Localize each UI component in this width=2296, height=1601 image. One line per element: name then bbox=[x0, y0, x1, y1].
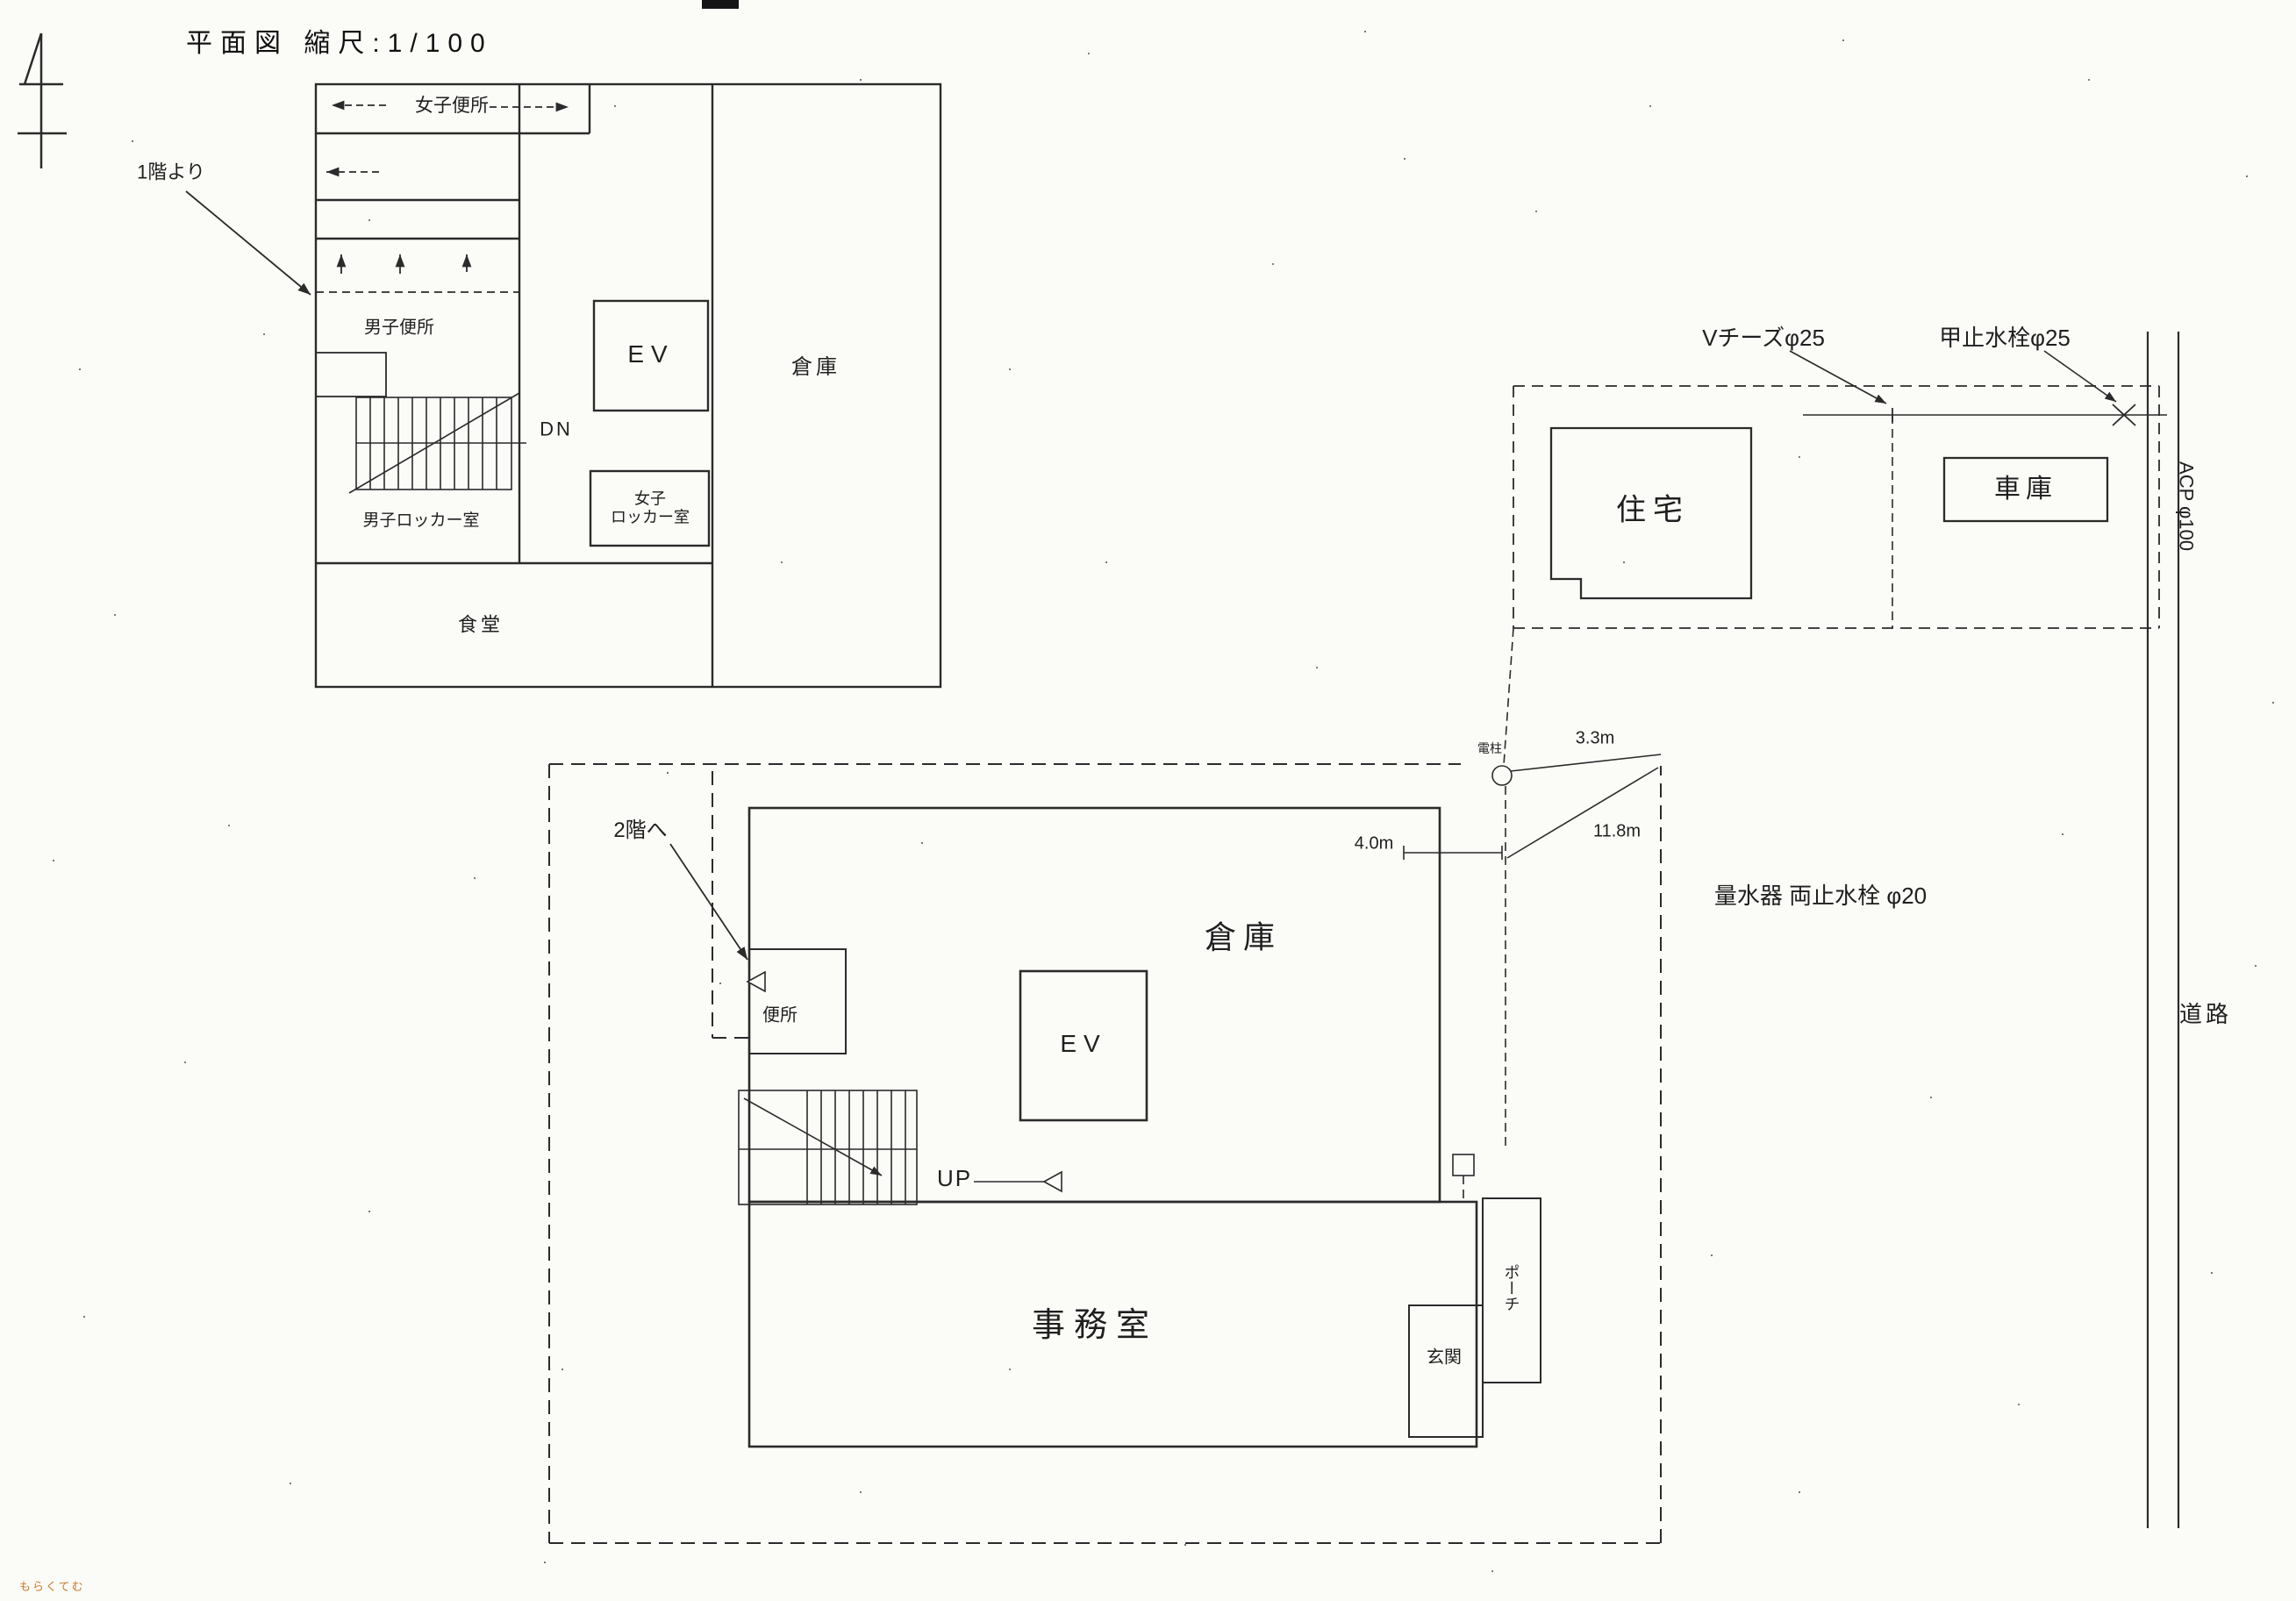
label-office: 事務室 bbox=[1031, 1307, 1159, 1345]
floor2-up-arrows bbox=[336, 254, 472, 274]
label-utility-pole: 電柱 bbox=[1477, 740, 1502, 755]
floor1-stairs bbox=[738, 1090, 918, 1205]
leader-to-second-floor bbox=[669, 843, 748, 961]
label-womens-toilet: 女子便所 bbox=[415, 95, 489, 116]
label-f2-elevator: EV bbox=[627, 339, 675, 368]
road-lines bbox=[2146, 332, 2180, 1528]
label-road: 道路 bbox=[2178, 1001, 2233, 1028]
pole-and-dimensions bbox=[1403, 627, 1662, 1200]
label-f1-elevator: EV bbox=[1060, 1029, 1107, 1057]
floor2-door-arrows bbox=[326, 100, 569, 177]
label-f1-warehouse: 倉庫 bbox=[1204, 918, 1283, 955]
scan-noise bbox=[0, 0, 2, 2]
label-up: UP bbox=[936, 1165, 973, 1192]
label-from-first-floor: 1階より bbox=[137, 161, 205, 183]
label-mens-toilet: 男子便所 bbox=[364, 318, 434, 338]
floor2-stairs bbox=[348, 392, 526, 494]
floor1-building bbox=[746, 806, 1541, 1448]
label-house: 住宅 bbox=[1616, 493, 1690, 527]
label-acp-pipe: ACP φ100 bbox=[2175, 461, 2198, 551]
label-f2-storage: 倉庫 bbox=[791, 355, 840, 380]
drawing-title: 平面図 縮尺:1/100 bbox=[186, 29, 493, 58]
label-womens-locker-line1: 女子 bbox=[634, 490, 666, 508]
floor2-plan bbox=[185, 82, 942, 689]
north-mark bbox=[18, 32, 67, 168]
label-entrance: 玄関 bbox=[1427, 1347, 1462, 1368]
watermark: もらくてむ bbox=[19, 1580, 85, 1593]
label-v-tees: Vチーズφ25 bbox=[1702, 325, 1825, 352]
house-site bbox=[1513, 350, 2167, 629]
floor1-site-boundary bbox=[548, 763, 1662, 1544]
label-mens-locker: 男子ロッカー室 bbox=[362, 511, 480, 531]
label-to-second-floor: 2階へ bbox=[613, 818, 668, 843]
label-dim-4-0: 4.0m bbox=[1354, 833, 1394, 854]
label-f1-toilet: 便所 bbox=[762, 1005, 798, 1026]
label-womens-locker: 女子 ロッカー室 bbox=[611, 490, 690, 525]
label-porch: ポーチ bbox=[1502, 1264, 1520, 1312]
label-garage: 車庫 bbox=[1994, 474, 2057, 504]
label-water-meter-note: 量水器 両止水栓 φ20 bbox=[1713, 883, 1928, 910]
label-down: DN bbox=[540, 418, 573, 440]
label-womens-locker-line2: ロッカー室 bbox=[611, 508, 690, 525]
label-dim-3-3: 3.3m bbox=[1575, 728, 1615, 748]
label-stop-valve: 甲止水栓φ25 bbox=[1939, 325, 2071, 352]
label-dim-11-8: 11.8m bbox=[1592, 821, 1642, 841]
label-cafeteria: 食堂 bbox=[457, 613, 504, 636]
leader-from-first-floor bbox=[185, 190, 311, 296]
page-edge-mark bbox=[702, 0, 739, 9]
